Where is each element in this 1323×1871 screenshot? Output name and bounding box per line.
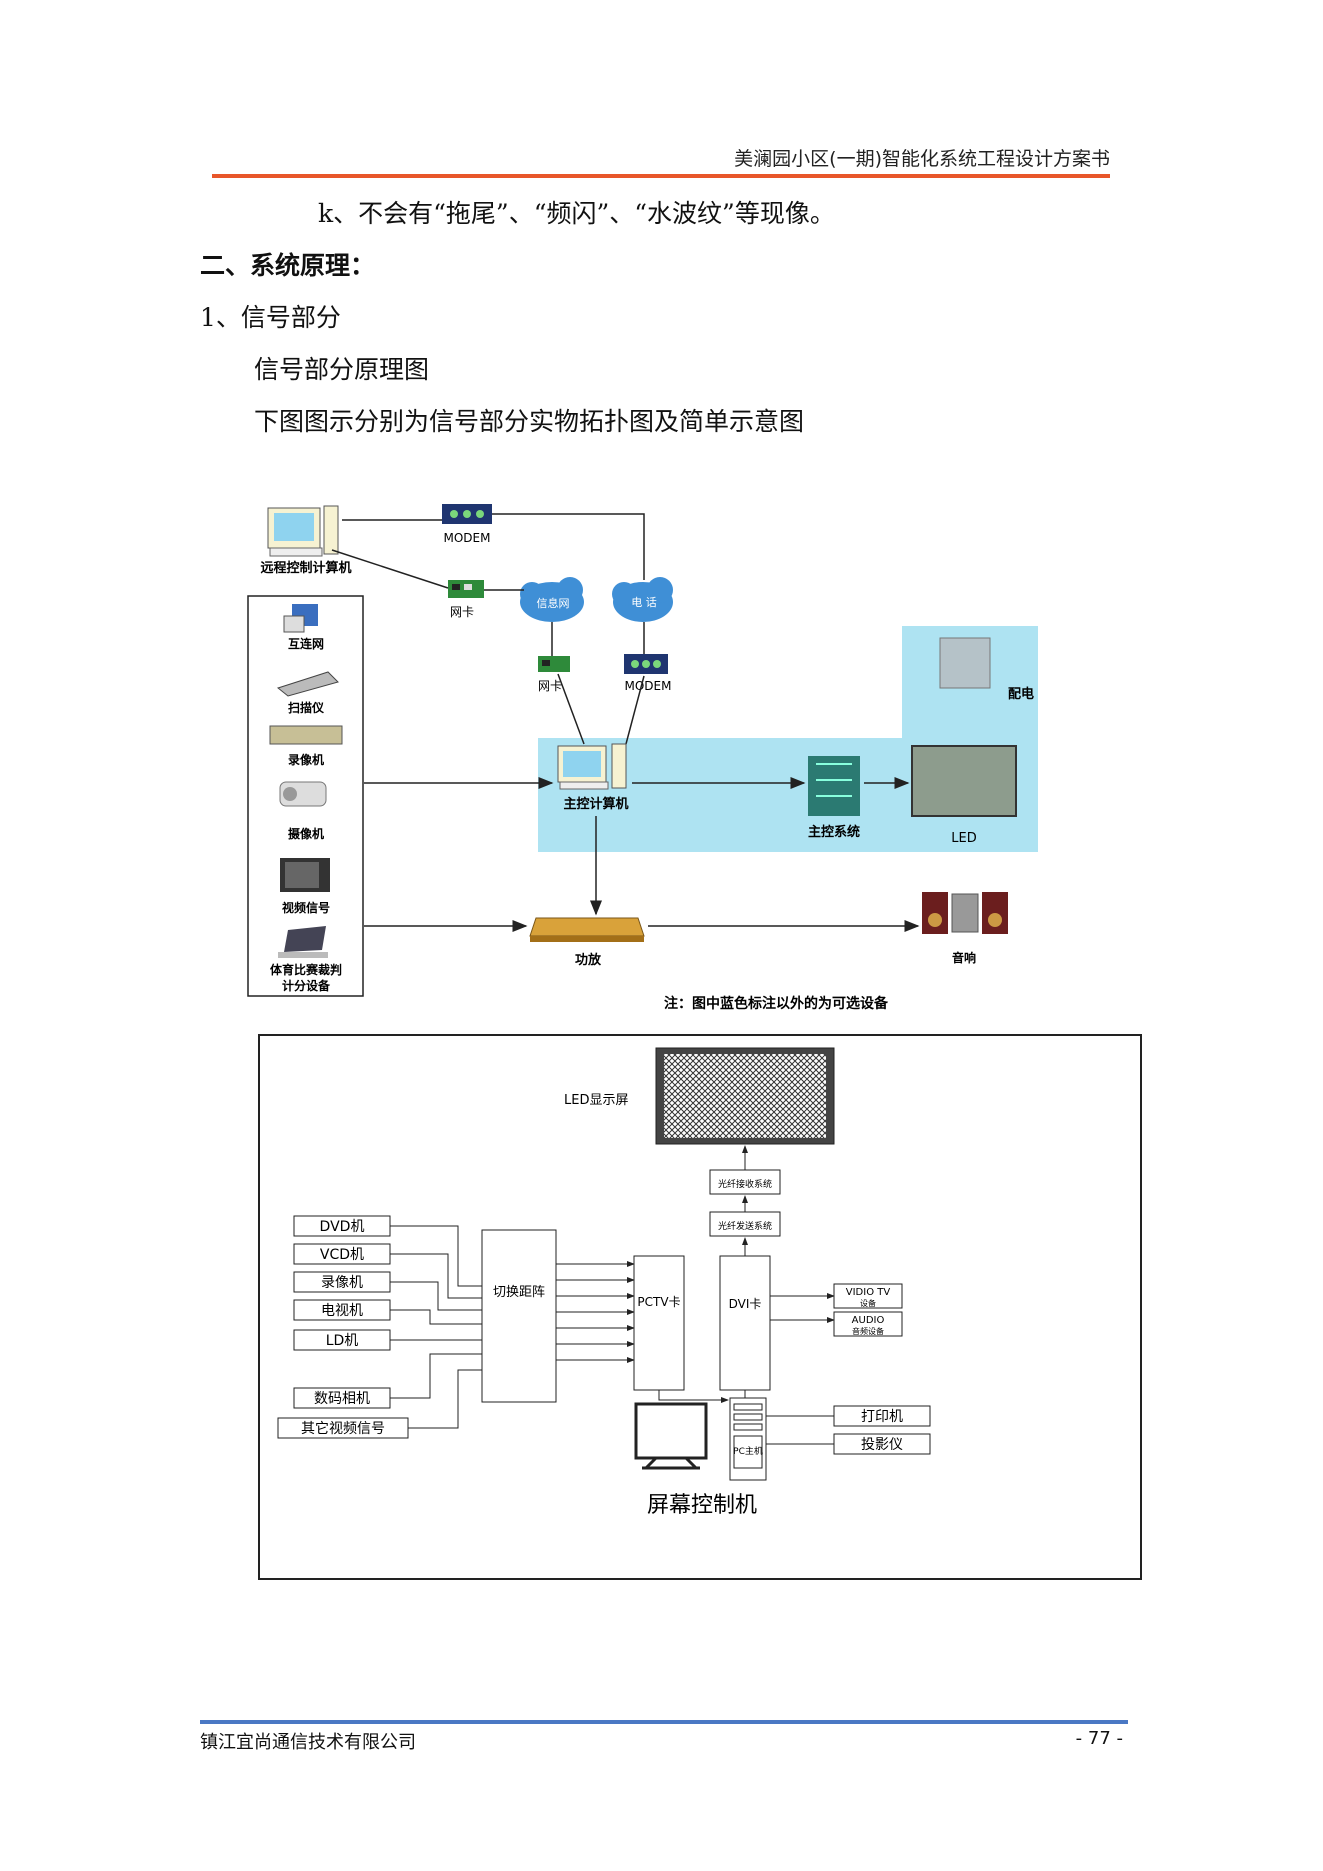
svg-text:VCD机: VCD机 [320,1247,364,1263]
header-title: 美澜园小区(一期)智能化系统工程设计方案书 [734,148,1110,170]
input-dvd: DVD机 [293,1215,391,1237]
video-tv-sub-label: 设备 [860,1298,876,1308]
phone-cloud-icon [612,577,673,622]
power-label: 配电 [1008,686,1034,702]
modem-top-icon [442,504,492,524]
netcard-bottom-label: 网卡 [538,679,562,693]
modem-top-label: MODEM [444,531,491,545]
svg-text:其它视频信号: 其它视频信号 [301,1420,385,1437]
pctv-card [633,1255,685,1391]
input-vcr: 录像机 [293,1271,391,1293]
internet-label: 互连网 [288,636,324,651]
info-network-label: 信息网 [537,596,570,610]
input-tv: 电视机 [293,1299,391,1321]
section-title: 二、系统原理： [200,251,376,280]
svg-text:LD机: LD机 [326,1333,359,1349]
pctv-label: PCTV卡 [637,1295,680,1309]
vcr-label: 录像机 [288,752,324,767]
sports-device-label-2: 计分设备 [282,978,331,993]
audio-box [833,1311,903,1337]
header-divider [212,174,1110,178]
fiber-transmitter-label: 光纤发送系统 [718,1220,772,1232]
svg-text:DVD机: DVD机 [320,1219,365,1235]
schematic-diagram: LED显示屏 光纤接收系统 光纤发送系统 DVD机 VCD机 录像机 电视机 L… [258,1034,1142,1580]
led-screen-label: LED显示屏 [564,1093,628,1108]
projector-box [833,1433,931,1455]
internet-icon [283,604,318,633]
remote-pc-label: 远程控制计算机 [260,560,351,576]
netcard-top-icon [448,580,484,598]
video-signal-label: 视频信号 [282,900,330,915]
topology-diagram: 远程控制计算机 MODEM 网卡 信息网 电 话 网卡 MODEM 互连 [247,504,1038,1012]
netcard-bottom-icon [538,656,570,672]
video-tv-label: VIDIO TV [846,1287,891,1298]
phone-label: 电 话 [631,596,657,609]
led-screen-icon [911,745,1017,817]
switching-matrix [481,1229,557,1403]
footer-page-number: - 77 - [1075,1728,1123,1749]
input-digital-camera: 数码相机 [293,1387,391,1409]
control-monitor-icon [634,1402,708,1470]
tv-icon [280,858,330,892]
audio-label: AUDIO [852,1315,885,1326]
led-label: LED [951,831,976,846]
main-pc-label: 主控计算机 [563,796,628,812]
svg-text:数码相机: 数码相机 [314,1391,370,1407]
input-other-video: 其它视频信号 [277,1417,409,1439]
fiber-transmitter-box [709,1211,781,1237]
laptop-icon [278,926,328,958]
camera-label: 摄像机 [288,826,324,841]
main-pc-icon [557,743,627,790]
diagram-note: 注：图中蓝色标注以外的为可选设备 [664,995,889,1012]
speaker-icon [922,892,1008,934]
fiber-receiver-label: 光纤接收系统 [718,1178,772,1190]
input-ld: LD机 [293,1329,391,1351]
footer-company: 镇江宜尚通信技术有限公司 [200,1732,416,1753]
sports-device-label-1: 体育比赛裁判 [270,962,342,977]
control-pc-label: 屏幕控制机 [647,1493,757,1518]
dvi-label: DVI卡 [729,1297,762,1311]
camera-icon [279,781,327,807]
scanner-icon [276,671,339,697]
scanner-label: 扫描仪 [288,700,325,715]
paragraph-1: 信号部分原理图 [254,355,430,384]
optional-inputs-box [247,595,364,997]
main-system-label: 主控系统 [808,824,860,840]
projector-label: 投影仪 [861,1437,903,1453]
input-vcd: VCD机 [293,1243,391,1265]
svg-text:录像机: 录像机 [321,1275,363,1291]
power-distribution-icon [939,637,991,689]
printer-label: 打印机 [861,1408,903,1425]
subsection-title: 1、信号部分 [200,303,341,332]
amplifier-label: 功放 [575,952,602,968]
paragraph-2: 下图图示分别为信号部分实物拓扑图及简单示意图 [254,407,805,436]
info-network-cloud-icon [520,577,584,622]
vcr-icon [269,725,343,745]
printer-box [833,1405,931,1427]
matrix-label: 切换距阵 [493,1285,545,1300]
audio-sub-label: 音频设备 [852,1326,884,1336]
video-tv-box [833,1283,903,1309]
modem-bottom-icon [624,654,668,674]
modem-bottom-label: MODEM [625,679,672,693]
paragraph-k: k、不会有“拖尾”、“频闪”、“水波纹”等现像。 [318,199,835,228]
remote-pc-icon [267,505,339,557]
speaker-label: 音响 [952,950,976,965]
dvi-card [719,1255,771,1391]
svg-text:电视机: 电视机 [321,1303,363,1319]
amplifier-icon [529,917,645,942]
netcard-top-label: 网卡 [450,605,474,619]
main-system-icon [808,756,860,816]
pc-host-label: PC主机 [733,1445,763,1457]
footer-divider [200,1720,1128,1724]
